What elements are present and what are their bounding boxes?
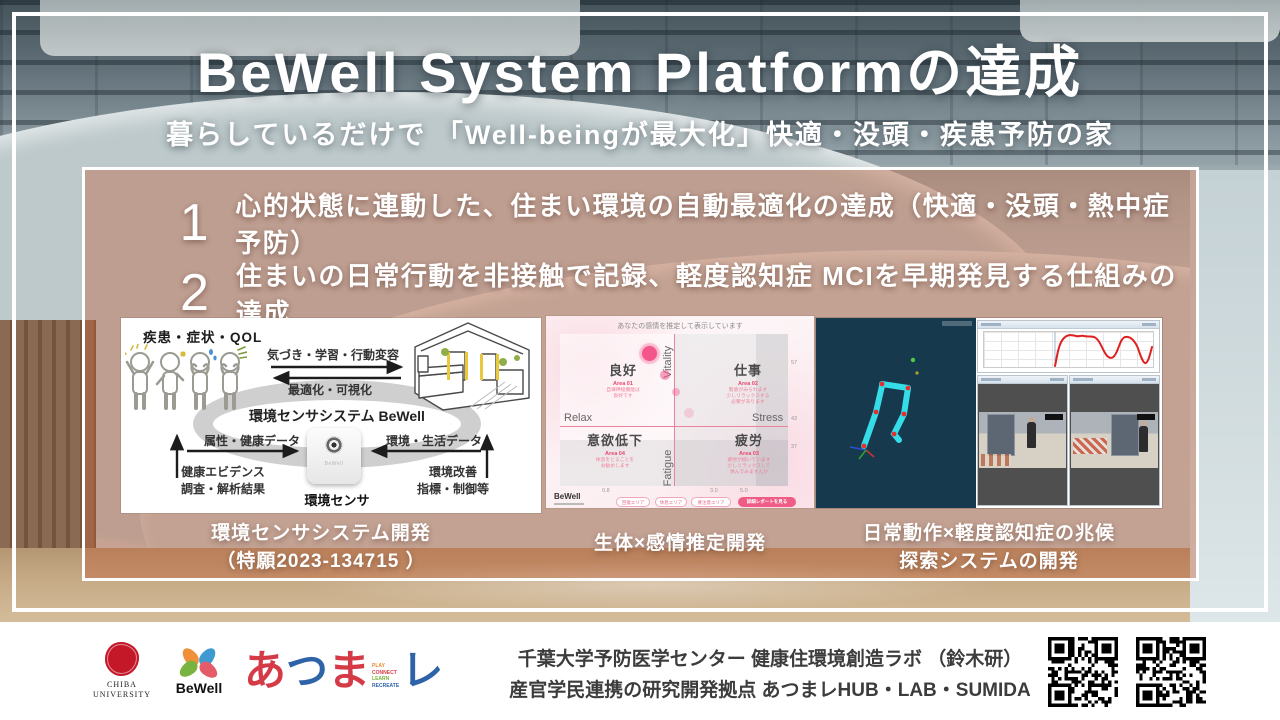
y-tick: 57 <box>791 360 798 366</box>
org-line-2: 産官学民連携の研究開発拠点 あつまレHUB・LAB・SUMIDA <box>509 680 1031 701</box>
sensor-device: BeWell <box>307 428 361 484</box>
camera-view-2 <box>1069 375 1160 506</box>
emotion-data-point <box>642 346 657 361</box>
y-tick: 37 <box>791 444 798 450</box>
atsumare-tagline: PLAY CONNECT LEARN RECREATE <box>372 663 400 689</box>
logo-row: CHIBA UNIVERSITY BeWell あ つ ま PLAY <box>90 638 443 704</box>
footer: CHIBA UNIVERSITY BeWell あ つ ま PLAY <box>0 622 1280 720</box>
camera-frame <box>979 412 1066 468</box>
x-tick: 0.8 <box>602 488 610 494</box>
caption-sensor-development: 環境センサシステム開発 （特願2023-134715 ） <box>211 523 431 572</box>
system-label: 環境センサシステム BeWell <box>249 408 425 424</box>
quadrant-low-motivation: 意欲低下 Area 04 休息をとることを お勧めします <box>586 433 643 469</box>
chairs <box>981 454 1011 466</box>
page-title: BeWell System Platformの達成 <box>196 41 1084 104</box>
sensor-label: 環境センサ <box>304 493 370 508</box>
camera-frame <box>1071 412 1158 468</box>
bewell-logo: BeWell <box>170 644 228 696</box>
shade-column <box>756 334 788 486</box>
axis-vertical <box>674 334 675 486</box>
axis-label-relax: Relax <box>564 412 593 424</box>
ceiling-vent <box>1020 0 1280 42</box>
arrow-label-environment-data: 環境・生活データ <box>385 434 482 448</box>
qr-code-2 <box>1136 637 1206 707</box>
qol-label: 疾患・症状・QOL <box>143 330 263 345</box>
emotion-data-point <box>672 388 680 396</box>
point-text: 住まいの日常行動を非接触で記録、軽度認知症 MCIを早期発見する仕組みの達成 <box>235 261 1177 328</box>
bewell-mini-logo: BeWell <box>554 492 584 505</box>
x-tick: 5.0 <box>740 488 748 494</box>
chiba-emblem-icon <box>105 642 139 676</box>
atsumare-logo: あ つ ま PLAY CONNECT LEARN RECREATE レ <box>244 647 444 694</box>
page-subtitle: 暮らしているだけで 「Well-beingが最大化」快適・没頭・疾患予防の家 <box>166 120 1114 150</box>
arrow-label-optimize: 最適化・可視化 <box>287 383 372 397</box>
legend-button[interactable]: 回復エリア <box>616 497 650 507</box>
floor-sheen <box>300 560 1000 610</box>
skeleton-figure <box>849 357 919 460</box>
window-wall <box>1190 170 1280 622</box>
room-illustration <box>414 322 530 411</box>
graph-plot <box>983 331 1154 368</box>
ceiling-vent <box>40 0 580 56</box>
content-panel: 1 心的状態に連動した、住まい環境の自動最適化の達成（快適・没頭・熱中症予防） … <box>82 167 1199 581</box>
achievement-point-2: 2 住まいの日常行動を非接触で記録、軽度認知症 MCIを早期発見する仕組みの達成 <box>179 256 1196 330</box>
people-figures-illustration <box>125 344 247 410</box>
timestamp-overlay <box>1045 414 1063 420</box>
diagram-arrows <box>169 359 495 478</box>
arrow-label-attribute-data: 属性・健康データ <box>203 434 300 448</box>
sensor-lens-icon <box>325 436 343 454</box>
shade-right <box>674 334 788 486</box>
chiba-university-logo: CHIBA UNIVERSITY <box>90 642 154 700</box>
title-block: BeWell System Platformの達成 暮らしているだけで 「Wel… <box>0 28 1280 152</box>
logo-underline <box>554 503 584 505</box>
motion-capture-screenshot <box>816 318 1162 508</box>
achievement-point-1: 1 心的状態に連動した、住まい環境の自動最適化の達成（快適・没頭・熱中症予防） <box>179 186 1196 260</box>
quadrant-work: 仕事 Area 02 緊張がみられます 少しリラックスする 必要があります <box>726 363 770 405</box>
legend-button[interactable]: 要注意エリア <box>691 497 731 507</box>
axis-label-stress: Stress <box>752 412 784 424</box>
x-tick: 3.0 <box>710 488 718 494</box>
legend-button[interactable]: 休息エリア <box>655 497 687 507</box>
point-number: 2 <box>179 264 209 322</box>
evidence-label: 健康エビデンス 調査・解析結果 <box>180 465 265 496</box>
bewell-petals-icon <box>176 644 221 681</box>
person-silhouette <box>1027 417 1036 448</box>
timestamp-overlay <box>1137 414 1155 420</box>
point-text: 心的状態に連動した、住まい環境の自動最適化の達成（快適・没頭・熱中症予防） <box>235 191 1171 258</box>
gait-graph-window <box>977 320 1160 373</box>
emotion-data-point <box>660 370 670 380</box>
door <box>1111 414 1139 456</box>
camera-view-1 <box>977 375 1068 506</box>
window-titlebar <box>978 321 1159 329</box>
organization-text: 千葉大学予防医学センター 健康住環境創造ラボ （鈴木研） 産官学民連携の研究開発… <box>430 644 1110 706</box>
qr-code-1 <box>1048 637 1118 707</box>
caption-emotion-estimation: 生体×感情推定開発 <box>593 533 767 554</box>
person-silhouette <box>1139 421 1148 452</box>
gait-curve <box>1054 332 1153 367</box>
y-tick: 43 <box>791 416 798 422</box>
caption-mci-detection: 日常動作×軽度認知症の兆候 探索システムの開発 <box>862 523 1116 572</box>
emotion-map-screenshot: あなたの感情を推定して表示しています Vitality Fatigue Rela… <box>546 316 814 508</box>
arrow-label-awareness: 気づき・学習・行動変容 <box>266 348 399 362</box>
emotion-header: あなたの感情を推定して表示しています <box>617 323 743 330</box>
striped-rack <box>1073 438 1107 454</box>
quadrant-fatigue: 疲労 Area 03 疲労が続いています 少しリラックスして 休んでみませんか <box>727 433 771 475</box>
skeleton-view <box>816 318 976 508</box>
sensor-system-diagram: 疾患・症状・QOL <box>121 318 541 513</box>
door <box>987 414 1015 456</box>
device-brand: BeWell <box>324 461 344 467</box>
window-titlebar <box>1070 376 1159 384</box>
improvement-label: 環境改善 指標・制御等 <box>416 465 489 496</box>
window-titlebar <box>978 376 1067 384</box>
quadrant-good: 良好 Area 01 自律神経機能は 良好です <box>606 363 640 399</box>
org-line-1: 千葉大学予防医学センター 健康住環境創造ラボ （鈴木研） <box>517 649 1023 670</box>
emotion-data-point <box>684 408 694 418</box>
report-button[interactable]: 詳細レポートを見る <box>738 497 796 507</box>
window-controls <box>942 321 972 326</box>
point-number: 1 <box>179 194 209 252</box>
